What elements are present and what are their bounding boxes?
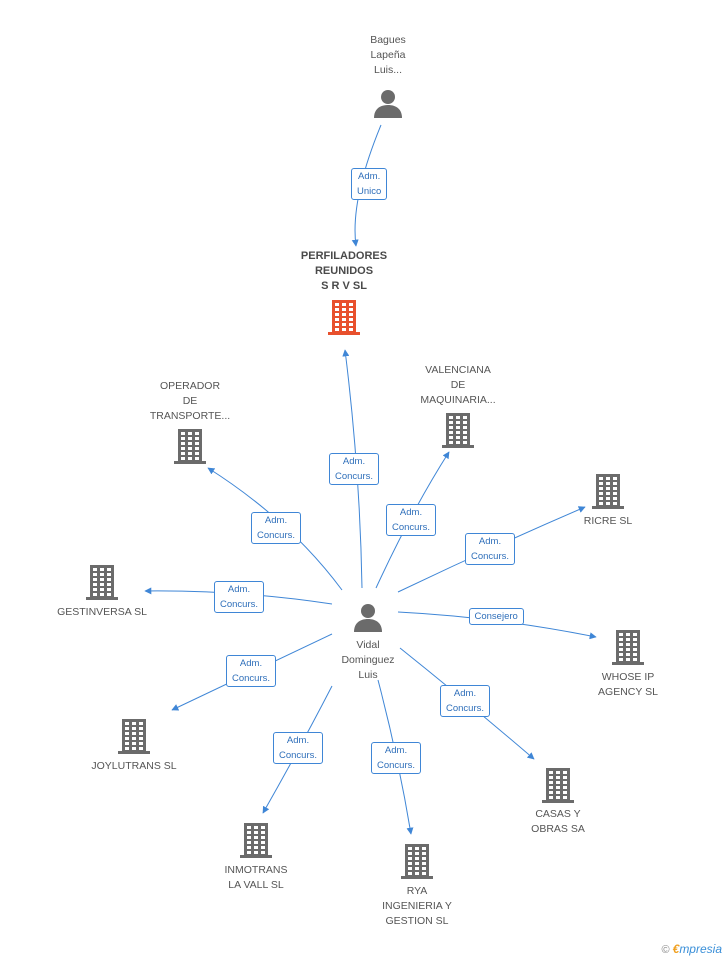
building-icon[interactable] bbox=[542, 768, 574, 809]
node-label-line: INMOTRANS bbox=[224, 864, 288, 876]
edge-label-line: Concurs. bbox=[446, 703, 485, 714]
edge-label-casas[interactable]: Adm. Concurs. bbox=[440, 685, 491, 717]
node-label-line: Luis... bbox=[373, 64, 402, 76]
node-label-line: TRANSPORTE... bbox=[149, 410, 231, 422]
node-label-ricre[interactable]: RICRE SL bbox=[538, 514, 678, 529]
node-label-line: VALENCIANA bbox=[425, 364, 491, 376]
node-label-valenciana[interactable]: VALENCIANA DE MAQUINARIA... bbox=[388, 363, 528, 408]
edge-label-line: Adm. bbox=[399, 507, 423, 518]
node-label-line: RICRE SL bbox=[583, 515, 633, 527]
edge-label-line: Concurs. bbox=[392, 522, 431, 533]
copyright-symbol: © bbox=[661, 944, 670, 956]
edge-label-line: Adm. bbox=[384, 745, 408, 756]
node-label-joylutrans[interactable]: JOYLUTRANS SL bbox=[64, 759, 204, 774]
edge-label-line: Adm. bbox=[286, 735, 310, 746]
node-label-line: JOYLUTRANS SL bbox=[91, 760, 177, 772]
node-label-line: GESTION SL bbox=[385, 915, 449, 927]
node-label-perfiladores[interactable]: PERFILADORES REUNIDOS S R V SL bbox=[274, 249, 414, 294]
node-label-line: Lapeña bbox=[370, 49, 406, 61]
building-icon[interactable] bbox=[401, 844, 433, 885]
edge-label-inmotrans[interactable]: Adm. Concurs. bbox=[273, 732, 324, 764]
edge-label-whose[interactable]: Consejero bbox=[468, 607, 524, 625]
building-icon[interactable] bbox=[592, 474, 624, 515]
edge-label-rya[interactable]: Adm. Concurs. bbox=[371, 742, 422, 774]
node-label-line: Luis bbox=[358, 669, 378, 681]
node-label-line: MAQUINARIA... bbox=[420, 394, 496, 406]
node-label-operador[interactable]: OPERADOR DE TRANSPORTE... bbox=[120, 379, 260, 424]
edge-label-perfiladores[interactable]: Adm. Concurs. bbox=[329, 453, 380, 485]
node-label-line: INGENIERIA Y bbox=[382, 900, 452, 912]
edge-label-ricre[interactable]: Adm. Concurs. bbox=[465, 533, 516, 565]
node-label-gestinversa[interactable]: GESTINVERSA SL bbox=[32, 605, 172, 620]
node-label-line: Bagues bbox=[370, 34, 406, 46]
edge-label-line: Adm. bbox=[264, 515, 288, 526]
edge-label-line: Concurs. bbox=[279, 750, 318, 761]
node-label-rya[interactable]: RYA INGENIERIA Y GESTION SL bbox=[347, 884, 487, 929]
brand-logo: €mpresia bbox=[672, 942, 722, 956]
building-icon[interactable] bbox=[240, 823, 272, 864]
edge-label-line: Concurs. bbox=[220, 599, 259, 610]
node-label-line: CASAS Y bbox=[535, 808, 581, 820]
edge-label-line: Adm. bbox=[239, 658, 263, 669]
node-label-line: OBRAS SA bbox=[531, 823, 585, 835]
node-label-line: RYA bbox=[406, 885, 428, 897]
edge-label-line: Adm. bbox=[478, 536, 502, 547]
node-label-line: OPERADOR bbox=[159, 380, 221, 392]
node-label-line: WHOSE IP bbox=[601, 671, 655, 683]
edge-label-line: Adm. bbox=[227, 584, 251, 595]
node-label-line: GESTINVERSA SL bbox=[57, 606, 147, 618]
node-label-line: DE bbox=[450, 379, 466, 391]
building-icon[interactable] bbox=[612, 630, 644, 671]
node-label-line: REUNIDOS bbox=[314, 265, 374, 277]
edge-label-gestinversa[interactable]: Adm. Concurs. bbox=[214, 581, 265, 613]
node-label-line: AGENCY SL bbox=[598, 686, 658, 698]
watermark: © €mpresia bbox=[661, 942, 722, 956]
edge-label-line: Concurs. bbox=[232, 673, 271, 684]
node-label-line: Dominguez bbox=[341, 654, 395, 666]
edge-label-valenciana[interactable]: Adm. Concurs. bbox=[386, 504, 437, 536]
node-label-whose[interactable]: WHOSE IP AGENCY SL bbox=[558, 670, 698, 700]
edge-label-operador[interactable]: Adm. Concurs. bbox=[251, 512, 302, 544]
person-icon[interactable] bbox=[353, 602, 383, 637]
edge-label-joylutrans[interactable]: Adm. Concurs. bbox=[226, 655, 277, 687]
node-label-line: S R V SL bbox=[321, 280, 367, 292]
node-label-line: PERFILADORES bbox=[300, 250, 388, 262]
edge-label-line: Adm. bbox=[453, 688, 477, 699]
node-label-line: LA VALL SL bbox=[228, 879, 284, 891]
edge-label-line: Concurs. bbox=[335, 471, 374, 482]
edge-label-line: Concurs. bbox=[471, 551, 510, 562]
building-icon[interactable] bbox=[86, 565, 118, 606]
person-icon[interactable] bbox=[373, 88, 403, 123]
node-label-casas[interactable]: CASAS Y OBRAS SA bbox=[488, 807, 628, 837]
node-label-line: DE bbox=[182, 395, 198, 407]
edge-label-line: Adm. bbox=[342, 456, 366, 467]
edge-label-line: Consejero bbox=[474, 610, 518, 622]
edge-label-line: Unico bbox=[357, 186, 382, 197]
building-icon[interactable] bbox=[328, 300, 360, 341]
edge-label-line: Adm. bbox=[358, 171, 381, 182]
building-icon[interactable] bbox=[442, 413, 474, 454]
edge-label-perfiladores[interactable]: Adm. Unico bbox=[351, 168, 388, 200]
node-label-line: Vidal bbox=[356, 639, 380, 651]
edge-label-line: Concurs. bbox=[377, 760, 416, 771]
node-label-inmotrans[interactable]: INMOTRANS LA VALL SL bbox=[186, 863, 326, 893]
building-icon[interactable] bbox=[174, 429, 206, 470]
edge-label-line: Concurs. bbox=[257, 530, 296, 541]
building-icon[interactable] bbox=[118, 719, 150, 760]
